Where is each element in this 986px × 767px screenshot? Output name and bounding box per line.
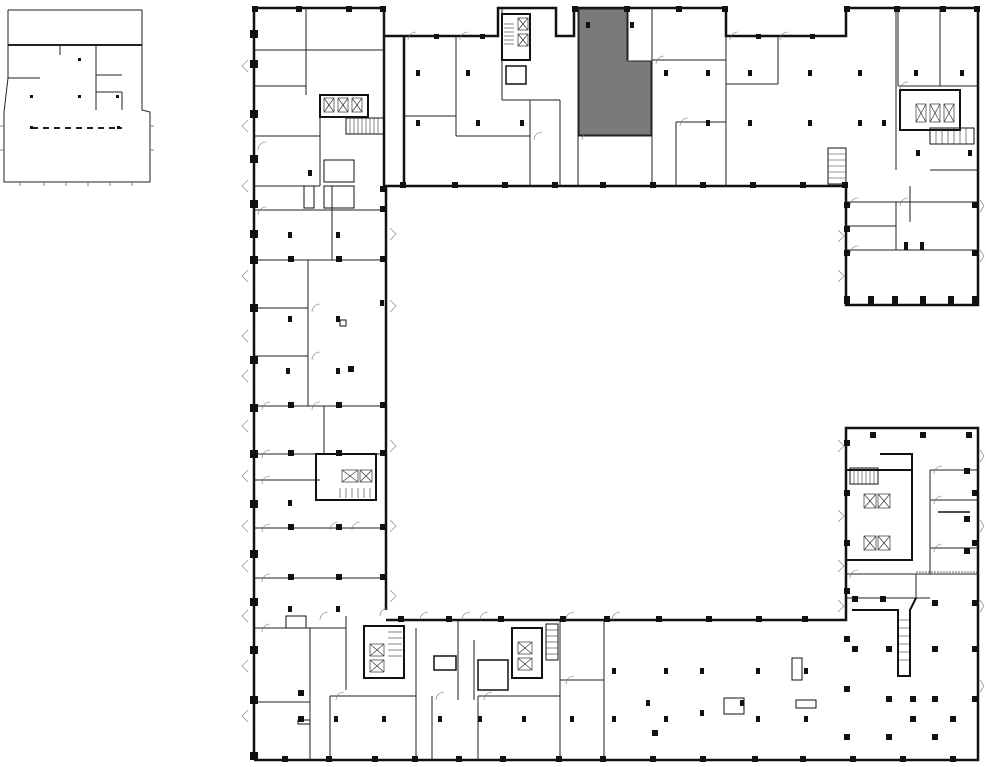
- stair-icon: [545, 623, 559, 661]
- stair-icon: [345, 117, 385, 135]
- core-bottom-middle: [477, 623, 559, 691]
- elevator-icon: [341, 469, 373, 483]
- stair-icon: [929, 127, 975, 145]
- core-left-middle: [315, 453, 377, 501]
- core-top-right: [827, 89, 975, 185]
- stair-icon: [898, 619, 910, 661]
- core-top-middle: [501, 13, 531, 85]
- stair-icon: [504, 23, 514, 45]
- elevator-icon: [323, 97, 363, 113]
- fixtures: [285, 159, 817, 725]
- stair-icon: [339, 488, 371, 498]
- core-east: [845, 453, 978, 677]
- core-bottom-left: [363, 625, 457, 679]
- core-top-left: [319, 94, 385, 135]
- stair-icon: [849, 467, 879, 485]
- elevator-icon: [517, 17, 529, 47]
- window-marks: [241, 59, 985, 723]
- stair-icon: [388, 631, 402, 657]
- elevator-icon: [369, 643, 385, 673]
- elevator-icon: [863, 493, 891, 551]
- structural-columns: [250, 6, 980, 762]
- door-swing-icons: [257, 31, 943, 701]
- interior-partitions: [254, 8, 978, 760]
- annex-window-marks: [0, 125, 154, 186]
- stair-icon: [827, 147, 847, 185]
- annex-columns: [30, 58, 120, 129]
- elevator-icon: [517, 641, 533, 671]
- elevator-icon: [915, 103, 955, 123]
- annex-building: [3, 9, 151, 183]
